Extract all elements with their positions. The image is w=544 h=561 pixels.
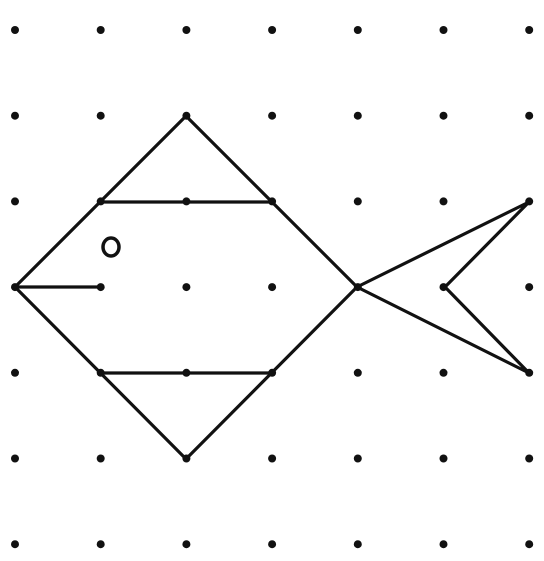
grid-dot [11,540,19,548]
grid-dot [182,26,190,34]
fish-eye [103,238,119,256]
grid-dot [354,455,362,463]
grid-dot [525,455,533,463]
grid-dot [440,455,448,463]
grid-dot [182,283,190,291]
grid-dot [11,112,19,120]
grid-dot [440,197,448,205]
grid-dot [354,197,362,205]
grid-dot [354,112,362,120]
grid-dot [11,197,19,205]
grid-dot [354,540,362,548]
grid-dot [97,540,105,548]
grid-dot [182,540,190,548]
grid-dot [268,283,276,291]
grid-dot [97,26,105,34]
grid-dot [354,369,362,377]
grid-dot [440,540,448,548]
grid-dot [268,455,276,463]
grid-dot [11,26,19,34]
grid-dot [11,369,19,377]
grid-dot [97,112,105,120]
grid-dot [268,540,276,548]
grid-dot [440,112,448,120]
grid-dot [268,112,276,120]
grid-dot [97,455,105,463]
grid-dot [525,26,533,34]
grid-dot [525,540,533,548]
grid-dot [525,112,533,120]
grid-dot [440,26,448,34]
grid-dot [525,283,533,291]
grid-dot [440,369,448,377]
grid-dot [268,26,276,34]
grid-dot [354,26,362,34]
grid-dot [11,455,19,463]
